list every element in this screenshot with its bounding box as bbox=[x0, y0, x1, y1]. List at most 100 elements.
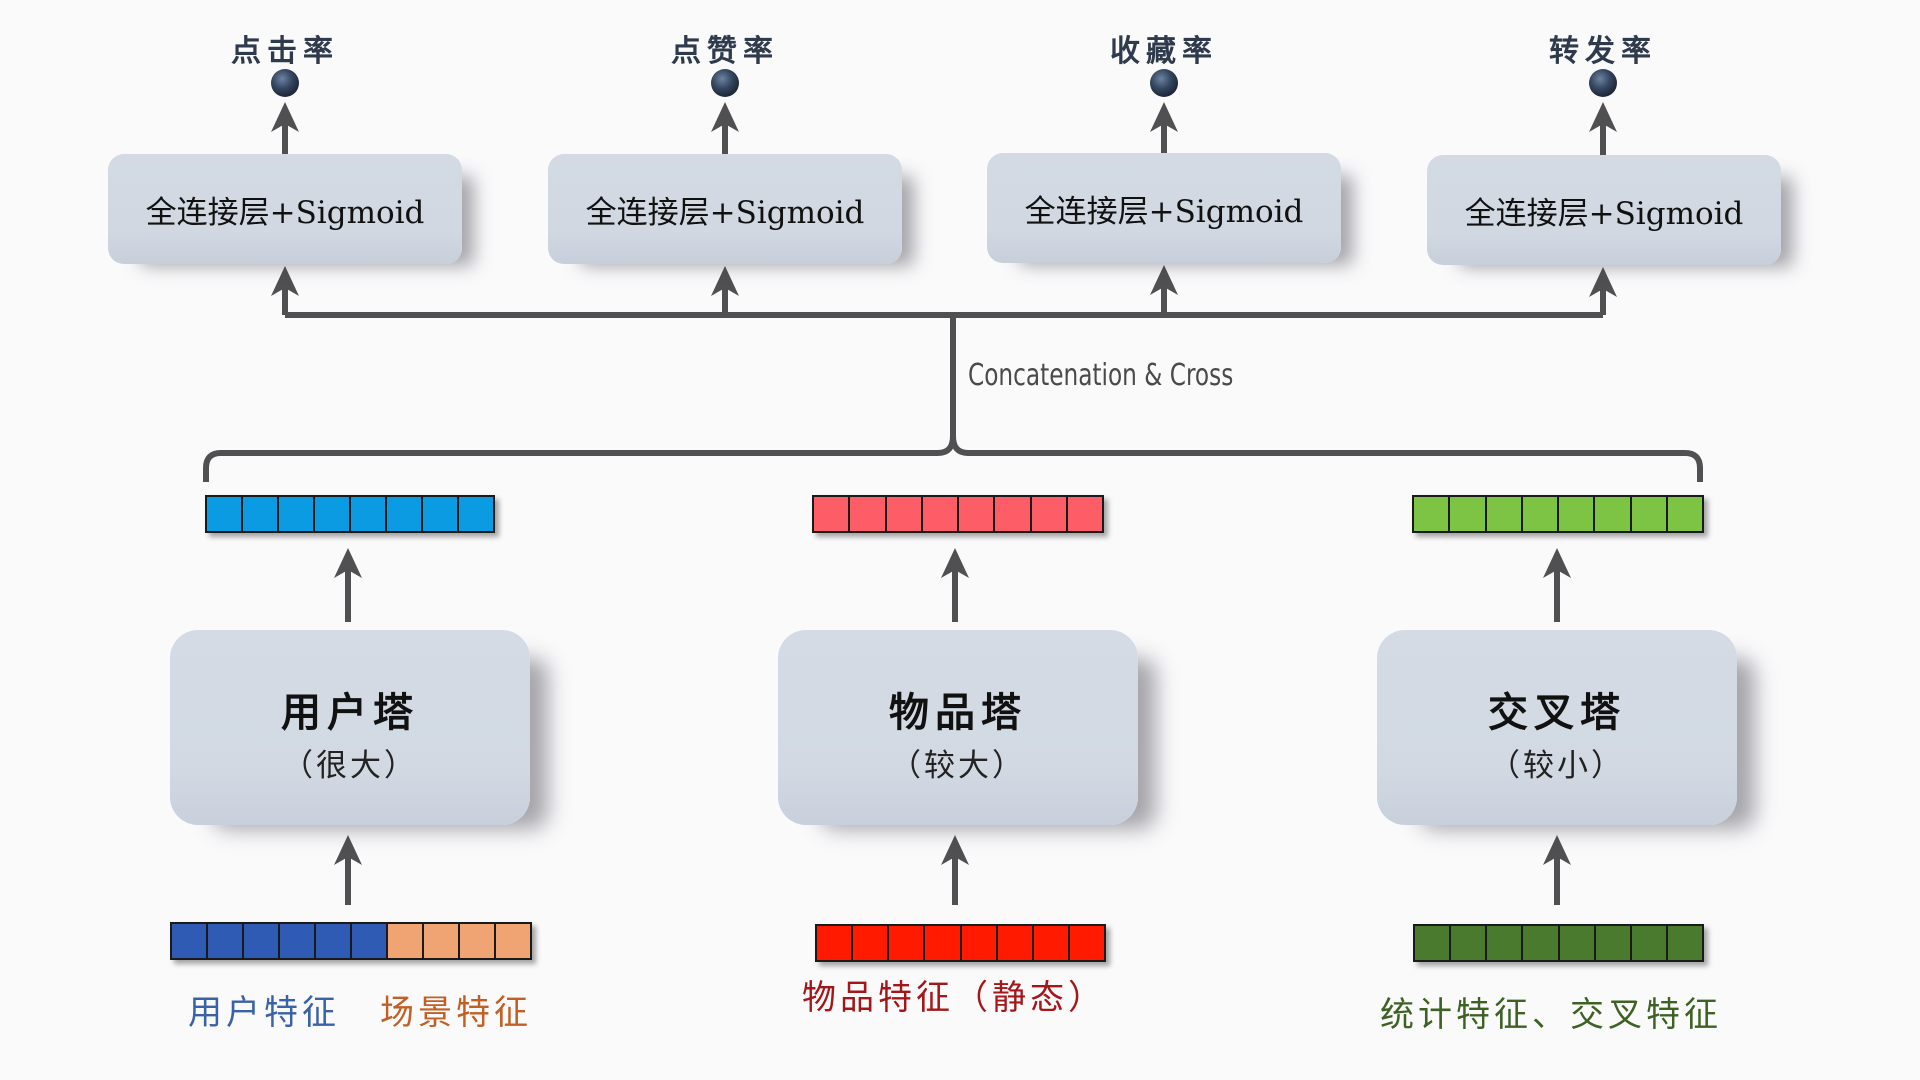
vector-cell bbox=[1559, 926, 1596, 960]
vector-cell bbox=[1067, 497, 1102, 531]
fc-sigmoid-label: 全连接层+Sigmoid bbox=[585, 194, 865, 231]
user-tower-size-note: （很大） bbox=[282, 748, 418, 784]
vector-cell bbox=[423, 497, 459, 531]
vector-cell bbox=[853, 926, 890, 960]
tower-input-arrow-head-icon bbox=[941, 835, 969, 865]
vector-cell bbox=[172, 924, 208, 958]
fc-input-arrow-head-icon bbox=[711, 266, 739, 296]
vector-cell bbox=[1487, 926, 1524, 960]
fc-sigmoid-label: 全连接层+Sigmoid bbox=[1024, 193, 1304, 230]
cross-tower-size-note: （较小） bbox=[1489, 748, 1625, 784]
user-features-label: 用户特征 bbox=[188, 993, 340, 1033]
vector-cell bbox=[1667, 926, 1702, 960]
output-label-collect-rate: 收藏率 bbox=[1110, 34, 1218, 69]
item-tower: 物品塔 （较大） bbox=[778, 630, 1138, 825]
vector-cell bbox=[1595, 497, 1632, 531]
vector-cell bbox=[244, 924, 280, 958]
vector-cell bbox=[1486, 497, 1523, 531]
cross-tower-output-vector bbox=[1412, 495, 1704, 533]
vector-cell bbox=[1522, 497, 1559, 531]
concatenation-cross-label: Concatenation & Cross bbox=[968, 358, 1234, 393]
vector-cell bbox=[922, 497, 959, 531]
vector-cell bbox=[243, 497, 279, 531]
output-label-like-rate: 点赞率 bbox=[671, 34, 779, 69]
item-tower-output-vector bbox=[812, 495, 1104, 533]
vector-cell bbox=[460, 924, 496, 958]
vector-cell bbox=[352, 924, 388, 958]
fc-input-arrow-head-icon bbox=[1589, 267, 1617, 297]
vector-cell bbox=[1451, 926, 1488, 960]
vector-cell bbox=[315, 497, 351, 531]
output-arrow-head-icon bbox=[1589, 102, 1617, 132]
output-arrow-head-icon bbox=[1150, 102, 1178, 132]
vector-cell bbox=[1667, 497, 1702, 531]
vector-cell bbox=[959, 497, 996, 531]
vector-cell bbox=[814, 497, 851, 531]
vector-cell bbox=[1414, 497, 1451, 531]
vector-cell bbox=[1031, 497, 1068, 531]
fc-sigmoid-box-click: 全连接层+Sigmoid bbox=[108, 154, 462, 264]
vector-cell bbox=[1415, 926, 1452, 960]
tower-output-arrow-head-icon bbox=[334, 548, 362, 578]
vector-cell bbox=[1450, 497, 1487, 531]
fc-input-arrow-head-icon bbox=[271, 266, 299, 296]
vector-cell bbox=[1631, 926, 1668, 960]
vector-cell bbox=[496, 924, 530, 958]
vector-cell bbox=[207, 497, 243, 531]
tower-output-arrow-head-icon bbox=[941, 548, 969, 578]
vector-cell bbox=[279, 497, 315, 531]
vector-cell bbox=[1523, 926, 1560, 960]
output-node-icon bbox=[271, 69, 299, 97]
output-label-share-rate: 转发率 bbox=[1549, 34, 1657, 69]
vector-cell bbox=[817, 926, 854, 960]
fc-sigmoid-label: 全连接层+Sigmoid bbox=[1464, 195, 1744, 232]
tower-output-arrow-head-icon bbox=[1543, 548, 1571, 578]
vector-cell bbox=[886, 497, 923, 531]
fc-sigmoid-box-collect: 全连接层+Sigmoid bbox=[987, 153, 1341, 263]
vector-cell bbox=[997, 926, 1034, 960]
fc-input-arrow-head-icon bbox=[1150, 265, 1178, 295]
vector-cell bbox=[1069, 926, 1104, 960]
vector-cell bbox=[351, 497, 387, 531]
scene-features-label: 场景特征 bbox=[380, 993, 532, 1033]
vector-cell bbox=[388, 924, 424, 958]
item-features-static-label: 物品特征（静态） bbox=[802, 978, 1106, 1018]
vector-cell bbox=[1595, 926, 1632, 960]
vector-cell bbox=[424, 924, 460, 958]
item-feature-vector bbox=[815, 924, 1106, 962]
fc-sigmoid-box-like: 全连接层+Sigmoid bbox=[548, 154, 902, 264]
vector-cell bbox=[1559, 497, 1596, 531]
vector-cell bbox=[961, 926, 998, 960]
cross-tower: 交叉塔 （较小） bbox=[1377, 630, 1737, 825]
vector-cell bbox=[1631, 497, 1668, 531]
vector-cell bbox=[925, 926, 962, 960]
vector-cell bbox=[280, 924, 316, 958]
stat-cross-feature-vector bbox=[1413, 924, 1704, 962]
output-node-icon bbox=[1589, 69, 1617, 97]
cross-tower-title: 交叉塔 bbox=[1488, 689, 1626, 736]
vector-cell bbox=[889, 926, 926, 960]
vector-cell bbox=[208, 924, 244, 958]
vector-cell bbox=[459, 497, 493, 531]
vector-cell bbox=[995, 497, 1032, 531]
output-node-icon bbox=[1150, 69, 1178, 97]
output-arrow-head-icon bbox=[271, 102, 299, 132]
tower-input-arrow-head-icon bbox=[1543, 835, 1571, 865]
vector-cell bbox=[316, 924, 352, 958]
user-tower-output-vector bbox=[205, 495, 495, 533]
vector-cell bbox=[850, 497, 887, 531]
user-tower: 用户塔 （很大） bbox=[170, 630, 530, 825]
concat-brace bbox=[203, 435, 1703, 482]
item-tower-title: 物品塔 bbox=[889, 689, 1027, 736]
item-tower-size-note: （较大） bbox=[890, 748, 1026, 784]
vector-cell bbox=[387, 497, 423, 531]
output-label-click-rate: 点击率 bbox=[231, 34, 339, 69]
user-tower-title: 用户塔 bbox=[281, 689, 419, 736]
output-arrow-head-icon bbox=[711, 102, 739, 132]
output-node-icon bbox=[711, 69, 739, 97]
vector-cell bbox=[1033, 926, 1070, 960]
user-scene-feature-vector bbox=[170, 922, 532, 960]
fc-sigmoid-label: 全连接层+Sigmoid bbox=[145, 194, 425, 231]
fc-sigmoid-box-share: 全连接层+Sigmoid bbox=[1427, 155, 1781, 265]
